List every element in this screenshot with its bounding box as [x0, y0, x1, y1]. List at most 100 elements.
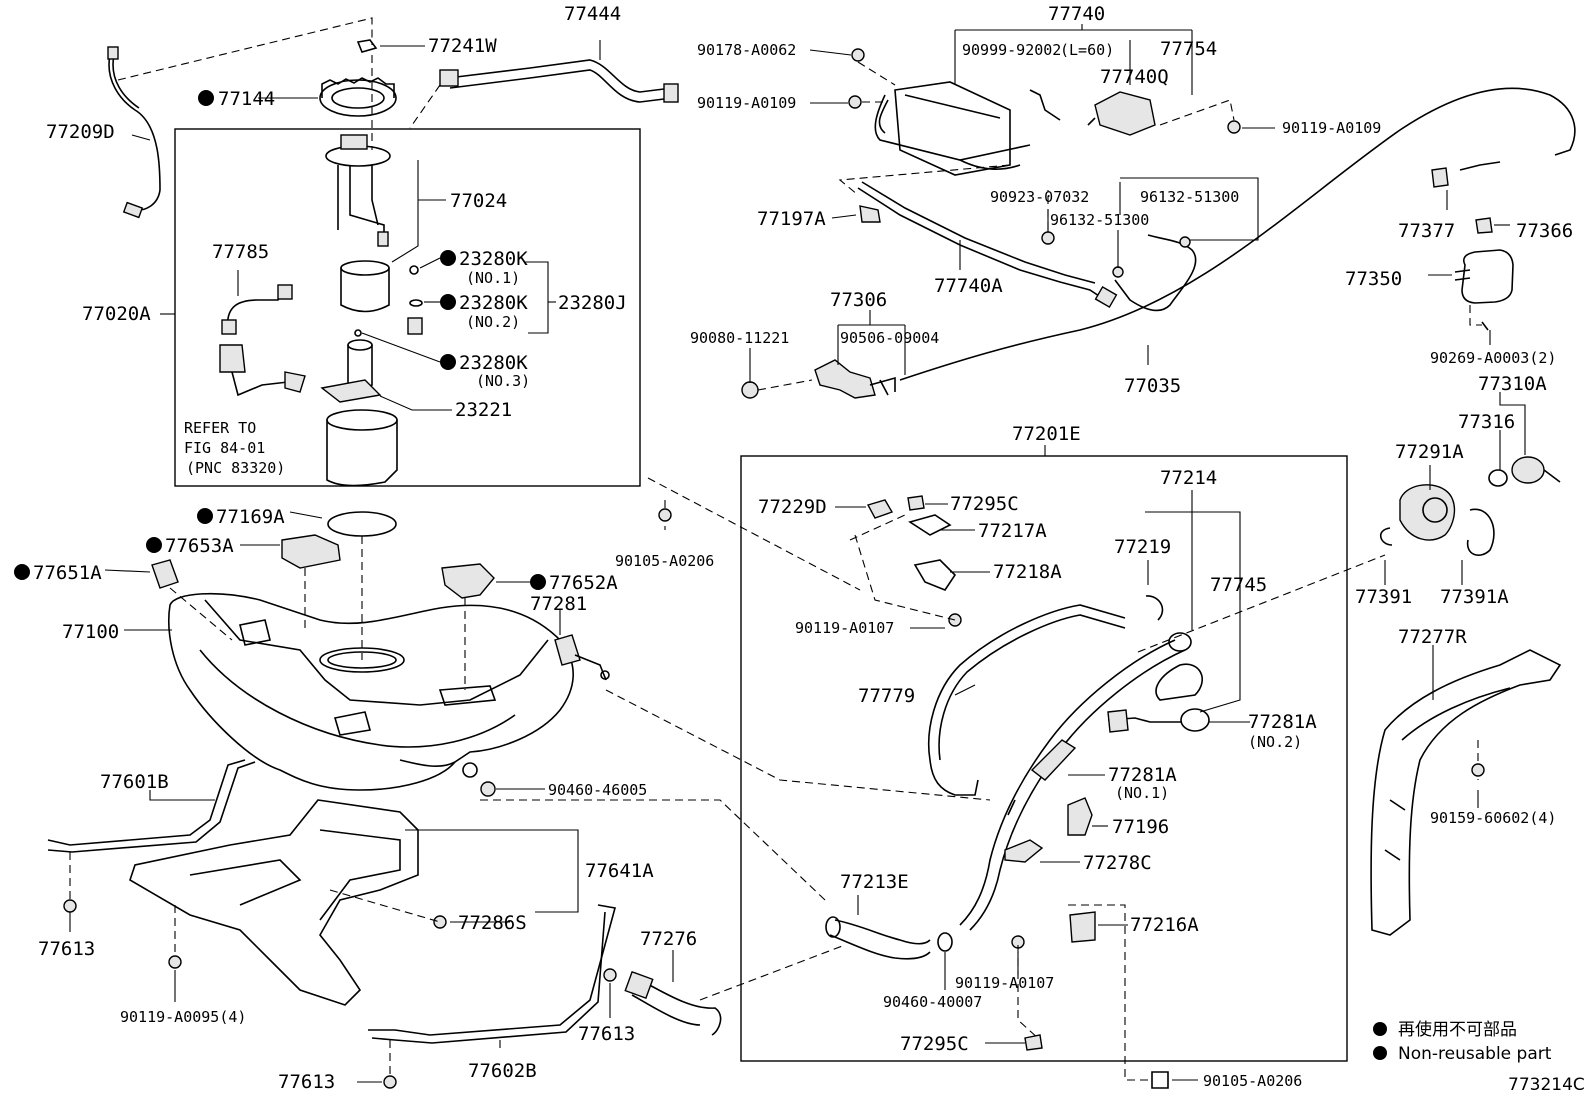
- label-77366: 77366: [1516, 220, 1573, 242]
- cap-77310A: [1511, 456, 1561, 484]
- bolt-90119-109a: [848, 95, 862, 109]
- label-90119-A0095: 90119-A0095(4): [120, 1008, 246, 1026]
- gasket-77169A: [327, 511, 397, 537]
- dot-77169A: [197, 508, 213, 524]
- label-77316: 77316: [1458, 411, 1515, 433]
- filler-pipe-77745: [959, 632, 1192, 931]
- ring-77391: [1380, 527, 1393, 546]
- label-96132-51300-a: 96132-51300: [1140, 188, 1239, 206]
- label-77295C-a: 77295C: [950, 493, 1019, 515]
- cable-end: [1459, 161, 1501, 171]
- non-reusable-dots: [14, 90, 1387, 1060]
- clip-77295Ca: [907, 495, 925, 511]
- gasket-77316: [1488, 469, 1508, 487]
- protector-77219: [1145, 595, 1164, 621]
- clamp-77196: [1067, 797, 1093, 836]
- dot-77651A: [14, 564, 30, 580]
- dash-90178: [857, 61, 896, 86]
- pump-retainer-ring-77144: [319, 77, 397, 117]
- dash-clamp-to-hose: [480, 799, 826, 901]
- dash-77444: [409, 84, 441, 129]
- ring-77391A: [1466, 508, 1495, 556]
- dash-77281-to-pipe: [605, 689, 991, 801]
- screw-90269: [1481, 321, 1489, 331]
- label-77291A: 77291A: [1395, 441, 1464, 463]
- label-77024: 77024: [450, 190, 507, 212]
- dash-90119-109b: [1159, 99, 1235, 126]
- label-77740Q: 77740Q: [1100, 66, 1169, 88]
- label-77740: 77740: [1048, 3, 1105, 25]
- label-77785: 77785: [212, 241, 269, 263]
- opener-lever-77306: [814, 359, 896, 399]
- fuel-pump-23221: [320, 339, 382, 403]
- pump-bucket: [326, 409, 398, 487]
- label-23280K-3-note: (NO.3): [476, 372, 530, 390]
- hose-90999: [1029, 89, 1061, 121]
- hose-96132: [1114, 234, 1197, 312]
- dash-hose-to-77213E: [699, 944, 846, 1001]
- label-23280J: 23280J: [558, 292, 627, 314]
- filter-23280K: [354, 265, 423, 337]
- clip-77295Cb: [1024, 1034, 1043, 1051]
- screw-90159: [1471, 763, 1485, 777]
- label-77197A: 77197A: [757, 208, 826, 230]
- label-77652A: 77652A: [549, 572, 618, 594]
- label-77281A-2: 77281A: [1248, 711, 1317, 733]
- band-77602B: [368, 904, 617, 1044]
- label-77306: 77306: [830, 289, 887, 311]
- label-77350: 77350: [1345, 268, 1402, 290]
- label-77377: 77377: [1398, 220, 1455, 242]
- clip-77241W: [356, 39, 378, 53]
- bracket-77281: [554, 634, 610, 681]
- bracket-77281A1: [1030, 739, 1077, 781]
- label-77217A: 77217A: [978, 520, 1047, 542]
- dash-90119-107a: [854, 534, 956, 621]
- label-90080-11221: 90080-11221: [690, 329, 789, 347]
- bolt-90105b: [1151, 1071, 1169, 1089]
- filler-pipe-group-box: [740, 455, 1348, 1062]
- clamp-77281A2: [1107, 708, 1210, 733]
- legend-dot-2: [1373, 1046, 1387, 1060]
- dash-77651A: [169, 587, 233, 641]
- label-77641A: 77641A: [585, 860, 654, 882]
- label-90105-A0206-a: 90105-A0206: [615, 552, 714, 570]
- pad-77653A: [281, 534, 341, 569]
- dash-90119-107b: [1017, 945, 1041, 1041]
- dash-canister-tube: [838, 164, 1011, 196]
- label-90923-07032: 90923-07032: [990, 188, 1089, 206]
- dot-77653A: [146, 537, 162, 553]
- holder-77229D: [866, 499, 894, 519]
- part-77214: [1155, 663, 1204, 701]
- label-77169A: 77169A: [216, 506, 285, 528]
- hose-77278C: [1004, 839, 1044, 863]
- label-77391: 77391: [1355, 586, 1412, 608]
- label-90460-40007: 90460-40007: [883, 993, 982, 1011]
- dot-23280K1: [440, 250, 456, 266]
- dot-77144: [198, 90, 214, 106]
- label-77613-b: 77613: [578, 1023, 635, 1045]
- refer-line-1: REFER TO: [184, 419, 256, 437]
- protector-77641A: [129, 799, 419, 1006]
- label-77209D: 77209D: [46, 121, 115, 143]
- label-77218A: 77218A: [993, 561, 1062, 583]
- clamp-96132b: [1179, 236, 1191, 248]
- label-77310A: 77310A: [1478, 373, 1547, 395]
- dash-77286S: [329, 889, 441, 923]
- label-77281A-1: 77281A: [1108, 764, 1177, 786]
- label-90460-46005: 90460-46005: [548, 781, 647, 799]
- label-90999-92002: 90999-92002: [962, 41, 1061, 59]
- refer-line-2: FIG 84-01: [184, 439, 265, 457]
- vsv-77740Q: [1087, 91, 1156, 136]
- dot-23280K3: [440, 354, 456, 370]
- bolt-90119-109b: [1227, 120, 1241, 134]
- label-77278C: 77278C: [1083, 852, 1152, 874]
- liner-77277R: [1370, 649, 1562, 936]
- tube-77740A: [857, 181, 1118, 309]
- label-90119-A0109-b: 90119-A0109: [1282, 119, 1381, 137]
- label-77286S: 77286S: [458, 912, 527, 934]
- bolt-90119-95: [168, 955, 182, 969]
- grommet-90178: [851, 48, 865, 62]
- label-77213E: 77213E: [840, 871, 909, 893]
- bolt-77613c: [383, 1075, 397, 1089]
